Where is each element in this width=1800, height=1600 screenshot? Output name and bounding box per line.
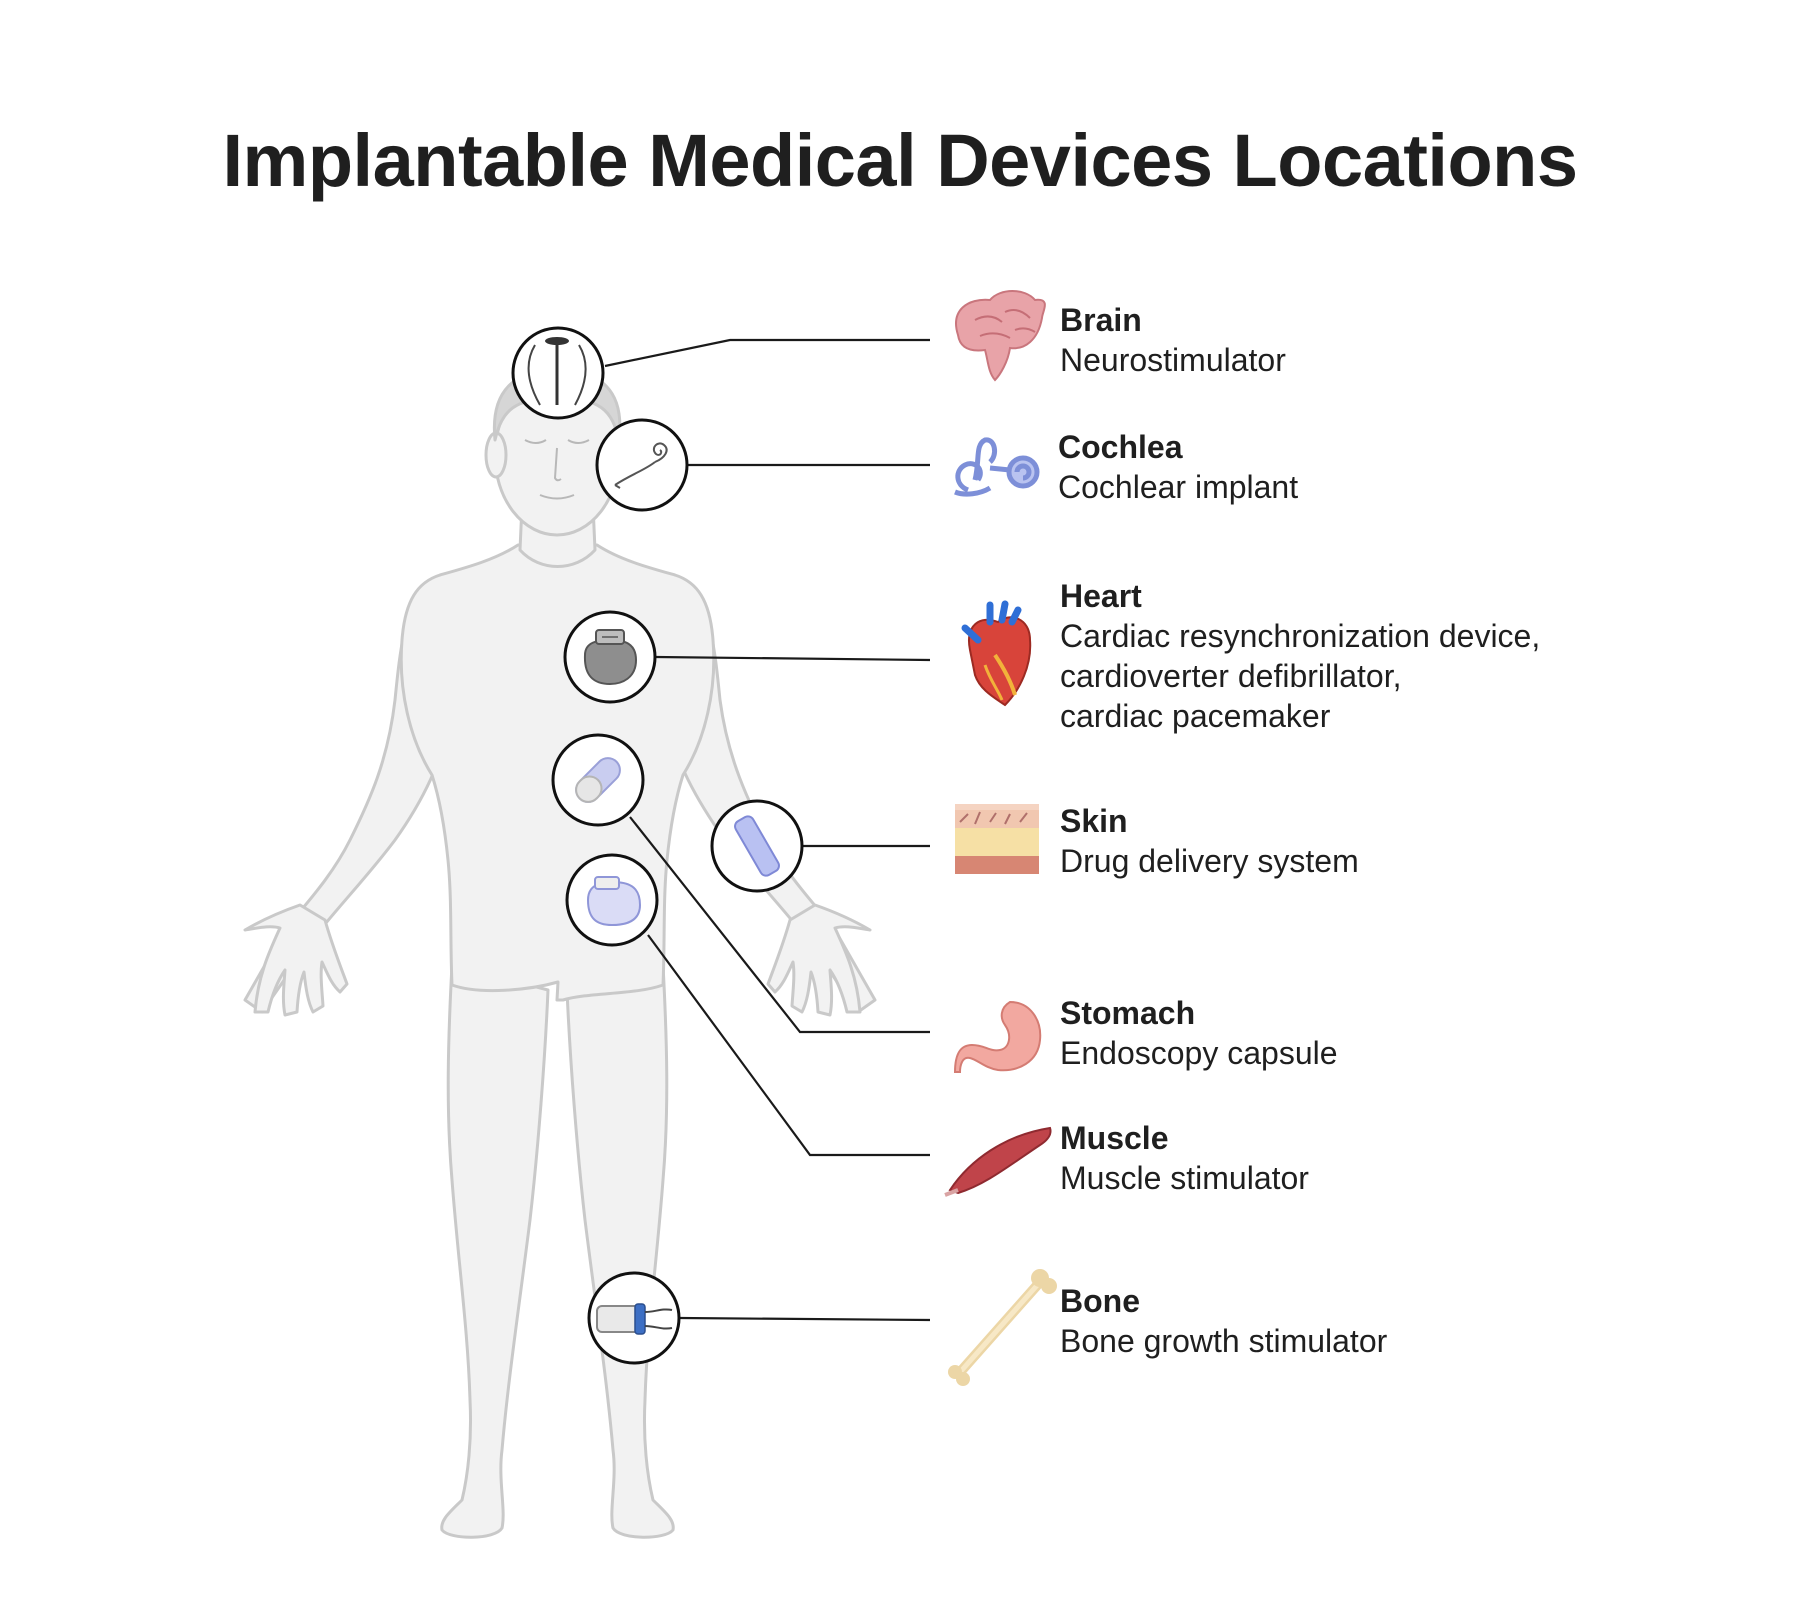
muscle-stimulator-callout — [565, 853, 659, 947]
left-hand — [243, 903, 349, 1017]
device-name-cochlea: Cochlear implant — [1058, 469, 1299, 505]
brain-icon — [955, 290, 1046, 382]
device-name-stomach: Endoscopy capsule — [1060, 1035, 1338, 1071]
label-skin: Skin Drug delivery system — [1060, 801, 1359, 881]
device-name-brain: Neurostimulator — [1060, 342, 1286, 378]
page-title: Implantable Medical Devices Locations — [222, 119, 1578, 202]
device-name-muscle: Muscle stimulator — [1060, 1160, 1309, 1196]
cochlea-icon — [954, 437, 1040, 497]
bone-icon — [948, 1269, 1057, 1386]
device-name-skin: Drug delivery system — [1060, 843, 1359, 879]
leader-line-bone — [679, 1316, 931, 1322]
drug-delivery-callout — [710, 799, 804, 893]
organ-name-bone: Bone — [1060, 1283, 1140, 1319]
device-name-heart: Cardiac resynchronization device, cardio… — [1060, 618, 1541, 734]
skin-icon — [955, 804, 1039, 874]
stomach-icon — [953, 1000, 1042, 1073]
muscle-icon — [944, 1126, 1052, 1197]
face-details — [524, 439, 590, 500]
label-brain: Brain Neurostimulator — [1060, 300, 1286, 380]
right-hand — [766, 903, 872, 1017]
leader-line-brain — [604, 338, 930, 368]
human-figure — [243, 368, 877, 1539]
leader-line-heart — [655, 655, 931, 662]
device-name-bone: Bone growth stimulator — [1060, 1323, 1388, 1359]
organ-name-heart: Heart — [1060, 578, 1142, 614]
label-muscle: Muscle Muscle stimulator — [1060, 1118, 1309, 1198]
pacemaker-callout — [563, 610, 657, 704]
device-callouts — [511, 326, 804, 1365]
leader-lines — [604, 338, 931, 1322]
bone-stimulator-callout — [587, 1271, 681, 1365]
label-bone: Bone Bone growth stimulator — [1060, 1281, 1387, 1361]
cochlear-implant-callout — [595, 418, 689, 512]
endoscopy-capsule-callout — [551, 733, 645, 827]
leader-line-muscle — [647, 934, 930, 1157]
leader-line-stomach — [629, 816, 930, 1034]
organ-name-stomach: Stomach — [1060, 995, 1196, 1031]
label-stomach: Stomach Endoscopy capsule — [1060, 993, 1338, 1073]
organ-name-muscle: Muscle — [1060, 1120, 1169, 1156]
organ-name-skin: Skin — [1060, 803, 1128, 839]
label-cochlea: Cochlea Cochlear implant — [1058, 427, 1298, 507]
organ-name-cochlea: Cochlea — [1058, 429, 1183, 465]
organ-name-brain: Brain — [1060, 302, 1142, 338]
organ-icons — [944, 290, 1057, 1386]
heart-icon — [961, 600, 1032, 707]
left-leg — [440, 963, 550, 1539]
right-leg — [565, 963, 675, 1539]
neurostimulator-callout — [511, 326, 605, 420]
label-heart: Heart Cardiac resynchronization device, … — [1060, 576, 1540, 736]
